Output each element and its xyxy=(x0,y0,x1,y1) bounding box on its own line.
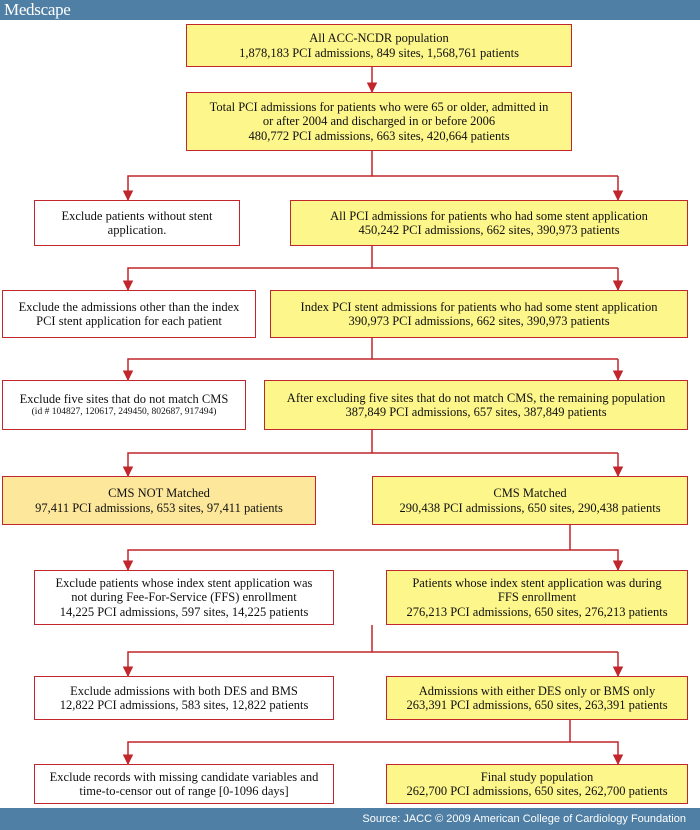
box-after-exclusion: After excluding five sites that do not m… xyxy=(264,380,688,430)
connector-des-split xyxy=(122,741,570,766)
box-final-population: Final study population 262,700 PCI admis… xyxy=(386,764,688,804)
footer-bar: Source: JACC © 2009 American College of … xyxy=(0,808,700,830)
box-age-filter: Total PCI admissions for patients who we… xyxy=(186,92,572,151)
header-bar: Medscape xyxy=(0,0,700,20)
connector-matched-split xyxy=(122,549,570,572)
box-exclude-no-stent: Exclude patients without stent applicati… xyxy=(34,200,240,246)
box-exclude-non-ffs: Exclude patients whose index stent appli… xyxy=(34,570,334,625)
connector-matched-right xyxy=(570,549,624,572)
box-des-or-bms-only: Admissions with either DES only or BMS o… xyxy=(386,676,688,720)
connector-stent-split xyxy=(122,246,373,292)
box-exclude-five-sites: Exclude five sites that do not match CMS… xyxy=(2,380,246,430)
medscape-logo: Medscape xyxy=(4,0,71,19)
box-all-population: All ACC-NCDR population 1,878,183 PCI ad… xyxy=(186,24,572,67)
connector-age-split xyxy=(122,151,373,202)
box-exclude-des-bms: Exclude admissions with both DES and BMS… xyxy=(34,676,334,720)
box-exclude-missing: Exclude records with missing candidate v… xyxy=(34,764,334,804)
box-cms-not-matched: CMS NOT Matched 97,411 PCI admissions, 6… xyxy=(2,476,316,525)
box-stent-application: All PCI admissions for patients who had … xyxy=(290,200,688,246)
connector-ffs-split xyxy=(122,625,373,678)
connector-after-split xyxy=(122,430,373,478)
connector-des-right xyxy=(570,741,624,766)
box-cms-matched: CMS Matched 290,438 PCI admissions, 650 … xyxy=(372,476,688,525)
source-credit: Source: JACC © 2009 American College of … xyxy=(362,813,686,825)
box-index-stent: Index PCI stent admissions for patients … xyxy=(270,290,688,338)
box-ffs-enrollment: Patients whose index stent application w… xyxy=(386,570,688,625)
box-exclude-non-index: Exclude the admissions other than the in… xyxy=(2,290,256,338)
connector-index-split xyxy=(122,338,373,382)
